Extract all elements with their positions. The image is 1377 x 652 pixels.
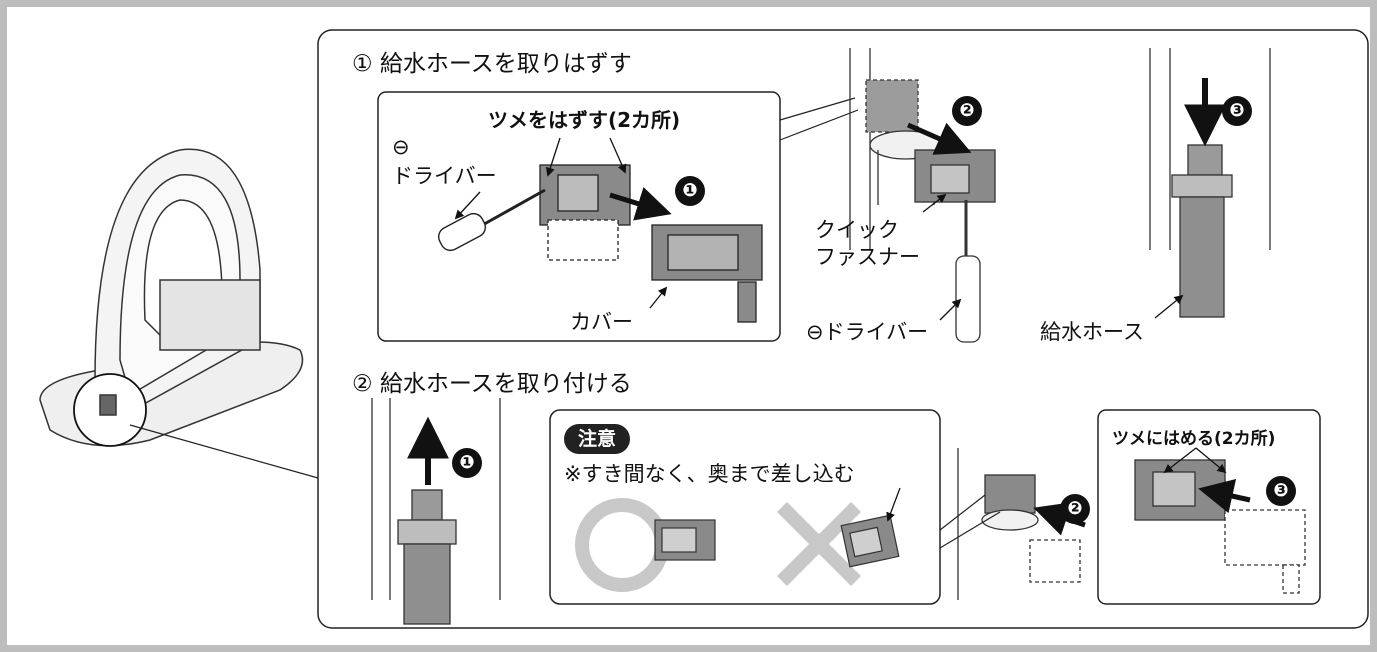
caution-box xyxy=(549,409,941,605)
driver-label: ドライバー xyxy=(392,164,497,188)
ng-mark-icon xyxy=(777,502,861,586)
step1-title: ① 給水ホースを取りはずす xyxy=(352,51,632,77)
ng-example-illustration xyxy=(840,514,900,568)
step2-marker-2: ❷ xyxy=(1060,494,1090,524)
hose-removal-illustration xyxy=(1149,48,1271,318)
step2-marker-1: ❶ xyxy=(452,448,482,478)
ok-example-illustration xyxy=(654,519,716,561)
quick-fastener-label-1: クイック xyxy=(815,218,899,242)
hose-label: 給水ホース xyxy=(1040,320,1144,344)
step2-marker-3: ❸ xyxy=(1266,476,1296,506)
fastener-removal-illustration xyxy=(849,48,996,343)
minus-driver-label: ⊖ドライバー xyxy=(806,320,929,344)
hose-insert-illustration xyxy=(371,398,501,625)
quick-fastener-detail xyxy=(539,164,763,323)
hook-label: ツメにはめる(2カ所) xyxy=(1112,429,1276,449)
quick-fastener-label-2: ファスナー xyxy=(815,245,920,269)
tabs-remove-label: ツメをはずす(2カ所) xyxy=(488,108,681,132)
step-marker-2: ❷ xyxy=(952,96,982,126)
caution-text: ※すき間なく、奥まで差し込む xyxy=(564,462,855,486)
zoom-leader-line xyxy=(129,424,319,479)
step-marker-3: ❸ xyxy=(1222,96,1252,126)
screwdriver-icon xyxy=(437,188,546,252)
cover-label: カバー xyxy=(570,310,633,334)
toilet-seat-illustration xyxy=(39,148,304,447)
minus-symbol: ⊖ xyxy=(392,135,410,159)
caution-badge: 注意 xyxy=(564,424,630,454)
step-marker-1: ❶ xyxy=(675,176,705,206)
step2-title: ② 給水ホースを取り付ける xyxy=(352,371,632,397)
